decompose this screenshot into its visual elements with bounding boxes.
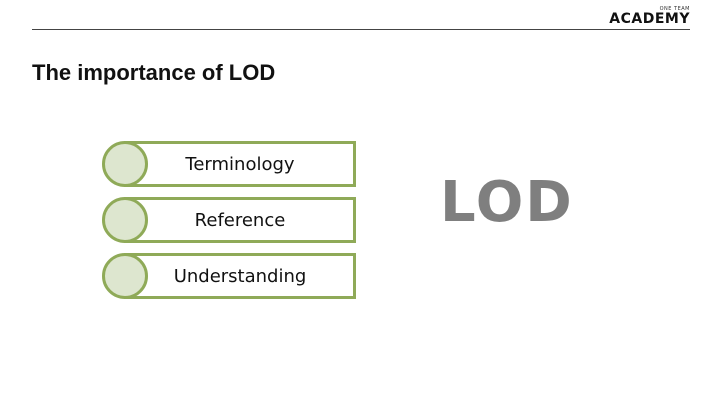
list-item-terminology: Terminology (102, 141, 356, 187)
list-item-understanding: Understanding (102, 253, 356, 299)
slide-title: The importance of LOD (32, 60, 276, 85)
item-label: Reference (194, 209, 286, 231)
item-label: Terminology (185, 153, 295, 175)
header-divider (32, 29, 690, 30)
item-box: Terminology (124, 141, 356, 187)
lod-big-text: LOD (440, 170, 574, 235)
bullet-circle-icon (102, 197, 148, 243)
item-box: Understanding (124, 253, 356, 299)
bullet-circle-icon (102, 253, 148, 299)
item-label: Understanding (173, 265, 307, 287)
bullet-circle-icon (102, 141, 148, 187)
logo-small-text: ONE TEAM (659, 6, 690, 12)
academy-logo: ONE TEAM ACADEMY (609, 6, 690, 26)
item-box: Reference (124, 197, 356, 243)
list-item-reference: Reference (102, 197, 356, 243)
logo-main-text: ACADEMY (609, 11, 690, 27)
